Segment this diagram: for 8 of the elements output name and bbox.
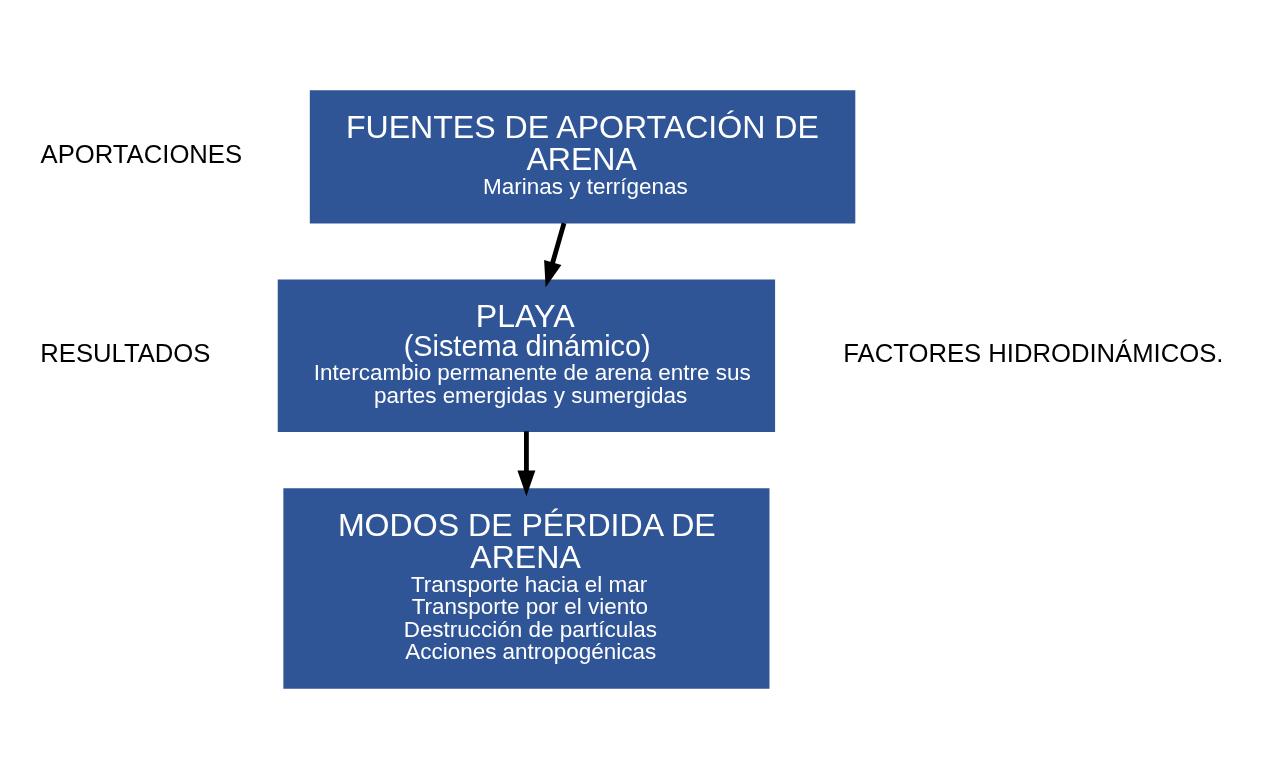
node-box: FUENTES DE APORTACIÓN DE ARENA Marinas y terrígenas: [309, 90, 856, 224]
arrow: [517, 431, 536, 497]
label: FACTORES HIDRODINÁMICOS.: [843, 338, 1224, 367]
node-box: PLAYA (Sistema dinámico) Intercambio permanente de arena entre sus partes emergidas y sumergidas: [277, 279, 776, 432]
label: RESULTADOS: [40, 338, 211, 367]
label: APORTACIONES: [40, 139, 243, 168]
arrow: [544, 222, 567, 288]
node-box: MODOS DE PÉRDIDA DE ARENA Transporte hacia el mar Transporte por el viento Destrucción de partículas Acciones antropogénicas: [283, 488, 770, 689]
